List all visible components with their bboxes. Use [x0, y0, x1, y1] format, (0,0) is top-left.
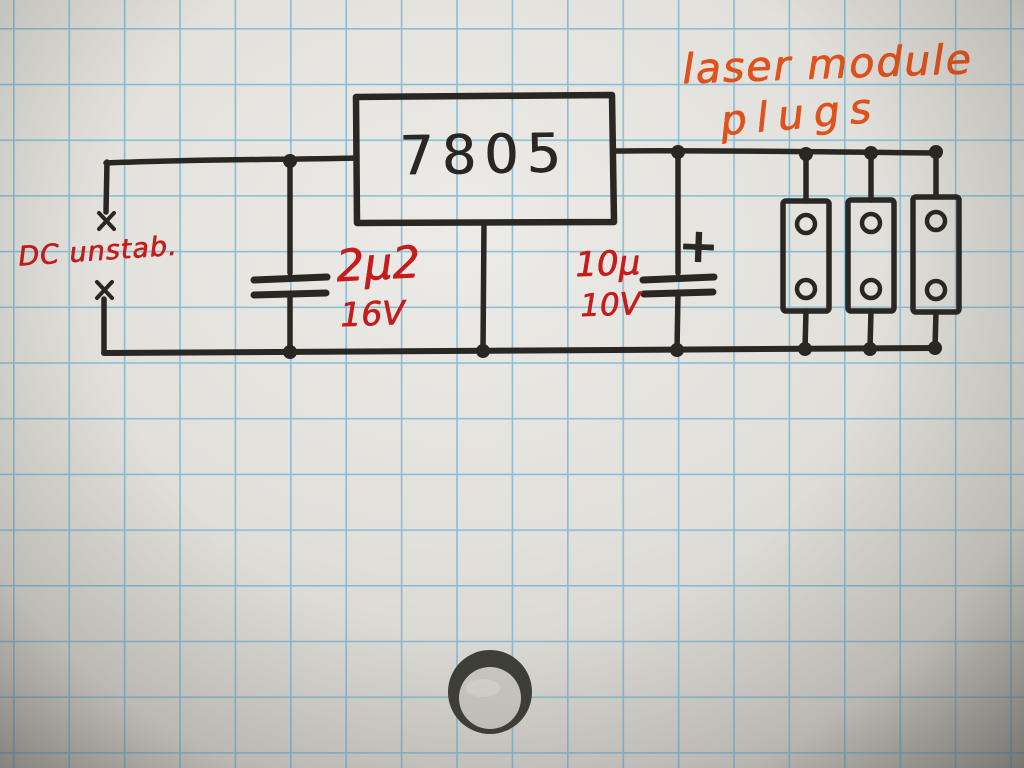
output-capacitor-voltage: 10V	[579, 285, 642, 325]
output-capacitor-symbol	[639, 150, 718, 353]
input-capacitor-voltage: 16V	[339, 292, 406, 335]
laser-plug-1	[780, 151, 832, 352]
plugs-label-line1: laser module	[681, 34, 974, 94]
top-rail-wire	[103, 147, 942, 166]
regulator-box	[352, 91, 618, 227]
output-capacitor-value: 10µ	[574, 242, 641, 286]
regulator-label: 7805	[398, 121, 570, 188]
punched-hole	[448, 650, 532, 734]
laser-plug-3	[910, 149, 962, 351]
dc-input-terminals	[95, 159, 116, 355]
junction-dots	[283, 145, 943, 359]
regulator-ground-wire	[480, 220, 487, 354]
polarity-plus-sign: +	[677, 217, 720, 275]
input-capacitor-symbol	[250, 158, 331, 355]
input-capacitor-value: 2µ2	[334, 236, 422, 293]
bottom-rail-wire	[101, 345, 942, 356]
